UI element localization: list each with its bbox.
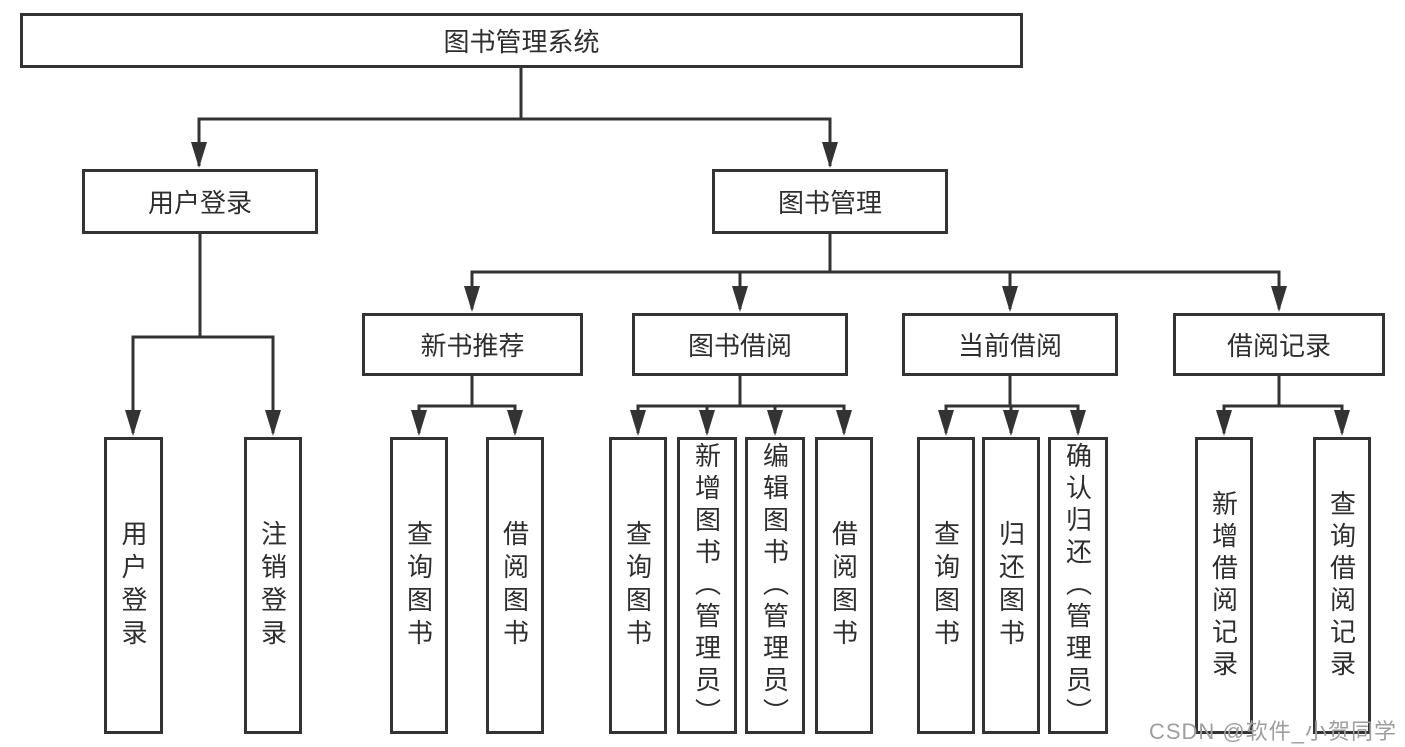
node-borrow-records: 借阅记录 (1173, 313, 1385, 376)
leaf-label: 查询图书 (622, 519, 653, 652)
leaf-label: 新增图书（管理员） (691, 441, 722, 730)
leaf-query-book-current: 查询图书 (917, 437, 975, 734)
leaf-edit-book-admin: 编辑图书（管理员） (745, 437, 805, 734)
leaf-return-book: 归还图书 (982, 437, 1040, 734)
node-label: 当前借阅 (957, 331, 1062, 361)
leaf-label: 查询图书 (930, 519, 961, 652)
leaf-add-borrow-record: 新增借阅记录 (1195, 437, 1253, 734)
csdn-watermark: CSDN @软件_小贺同学 (1148, 719, 1397, 744)
leaf-label: 归还图书 (995, 519, 1026, 652)
node-library-management-system: 图书管理系统 (20, 13, 1023, 68)
leaf-label: 用户登录 (118, 519, 148, 652)
node-label: 新书推荐 (420, 331, 525, 361)
arrowheads (125, 142, 1350, 436)
leaf-query-borrow-record: 查询借阅记录 (1313, 437, 1371, 734)
node-label: 图书管理 (777, 188, 882, 218)
leaf-label: 新增借阅记录 (1208, 489, 1239, 682)
node-book-management: 图书管理 (712, 169, 948, 234)
leaf-label: 借阅图书 (828, 519, 859, 652)
leaf-query-book-borrow: 查询图书 (609, 437, 667, 734)
leaf-query-book-recommend: 查询图书 (390, 437, 448, 734)
leaf-label: 注销登录 (257, 519, 288, 652)
node-book-borrow: 图书借阅 (632, 313, 848, 376)
leaf-label: 查询借阅记录 (1326, 489, 1357, 682)
node-label: 图书借阅 (687, 331, 792, 361)
node-new-book-recommend: 新书推荐 (362, 313, 583, 376)
leaf-confirm-return-admin: 确认归还（管理员） (1048, 437, 1108, 734)
leaf-label: 确认归还（管理员） (1062, 441, 1093, 730)
leaf-borrow-book: 借阅图书 (815, 437, 873, 734)
leaf-borrow-book-recommend: 借阅图书 (486, 437, 544, 734)
leaf-add-book-admin: 新增图书（管理员） (677, 437, 737, 734)
leaf-user-login: 用户登录 (104, 437, 163, 734)
leaf-label: 查询图书 (403, 519, 434, 652)
node-user-login: 用户登录 (82, 169, 318, 234)
leaf-logout-login: 注销登录 (244, 437, 302, 734)
node-current-borrow: 当前借阅 (902, 313, 1118, 376)
node-label: 图书管理系统 (443, 27, 600, 57)
node-label: 用户登录 (147, 188, 252, 218)
leaf-label: 编辑图书（管理员） (759, 441, 790, 730)
leaf-label: 借阅图书 (499, 519, 530, 652)
node-label: 借阅记录 (1226, 331, 1331, 361)
